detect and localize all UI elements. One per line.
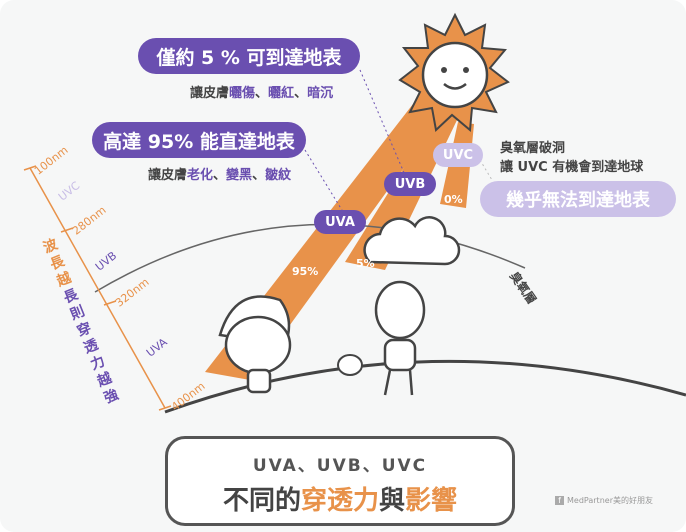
- separator: 、: [294, 86, 308, 101]
- uvb-label: UVB: [394, 176, 426, 192]
- separator: 、: [252, 168, 266, 183]
- top-callout-pill: 僅約 5 % 可到達地表: [138, 38, 360, 74]
- uvc-result-pill: 幾乎無法到達地表: [480, 181, 676, 217]
- title-part: 穿透力: [300, 486, 379, 516]
- wavelength-scale: [23, 165, 172, 411]
- title-box: UVA、UVB、UVC 不同的穿透力與影響: [165, 436, 515, 526]
- uvc-note-line2: 讓 UVC 有機會到達地球: [500, 160, 644, 175]
- title-subtitle: UVA、UVB、UVC: [252, 456, 428, 476]
- uvb-badge: UVB: [384, 172, 436, 196]
- uvb-percent: 5%: [356, 257, 375, 270]
- alien-illustration: [337, 354, 363, 376]
- effect: 曬紅: [268, 86, 295, 101]
- effect: 皺紋: [265, 168, 292, 183]
- top-callout-title: 僅約 5 % 可到達地表: [156, 46, 342, 69]
- uva-label: UVA: [325, 214, 355, 230]
- mid-callout-pill: 高達 95% 能直達地表: [92, 122, 306, 158]
- effects-prefix: 讓皮膚: [148, 168, 188, 183]
- ozone-layer-line: [94, 223, 526, 293]
- uvc-note-line1: 臭氧層破洞: [500, 141, 566, 156]
- effect: 老化: [187, 168, 214, 183]
- cloud-icon: [363, 216, 461, 266]
- uva-percent: 95%: [292, 265, 319, 278]
- separator: 、: [255, 86, 269, 101]
- mid-callout-title: 高達 95% 能直達地表: [103, 130, 295, 153]
- effect: 曬傷: [229, 86, 256, 101]
- connector: [359, 69, 406, 176]
- uva-badge: UVA: [314, 210, 366, 234]
- child-with-hat-illustration: [218, 295, 292, 394]
- separator: 、: [213, 168, 227, 183]
- mid-callout-effects: 讓皮膚老化、變黑、皺紋: [148, 164, 291, 183]
- effect: 暗沉: [307, 86, 334, 101]
- facebook-icon: f: [555, 496, 564, 505]
- title-part: 影響: [405, 486, 458, 516]
- girl-illustration: [374, 280, 426, 396]
- watermark-text: MedPartner美的好朋友: [567, 496, 653, 505]
- uvc-badge: UVC: [433, 143, 483, 167]
- effect: 變黑: [226, 168, 253, 183]
- sun-icon: [398, 12, 510, 132]
- title-part: 不同的: [222, 486, 301, 516]
- title-main: 不同的穿透力與影響: [168, 480, 512, 517]
- uvc-label: UVC: [442, 147, 474, 163]
- uvc-result-text: 幾乎無法到達地表: [506, 190, 650, 211]
- uvc-percent: 0%: [444, 193, 463, 206]
- earth-surface-line: [164, 359, 686, 414]
- effects-prefix: 讓皮膚: [190, 86, 230, 101]
- connector: [479, 159, 493, 181]
- title-part: 與: [379, 486, 406, 516]
- top-callout-effects: 讓皮膚曬傷、曬紅、暗沉: [190, 82, 333, 101]
